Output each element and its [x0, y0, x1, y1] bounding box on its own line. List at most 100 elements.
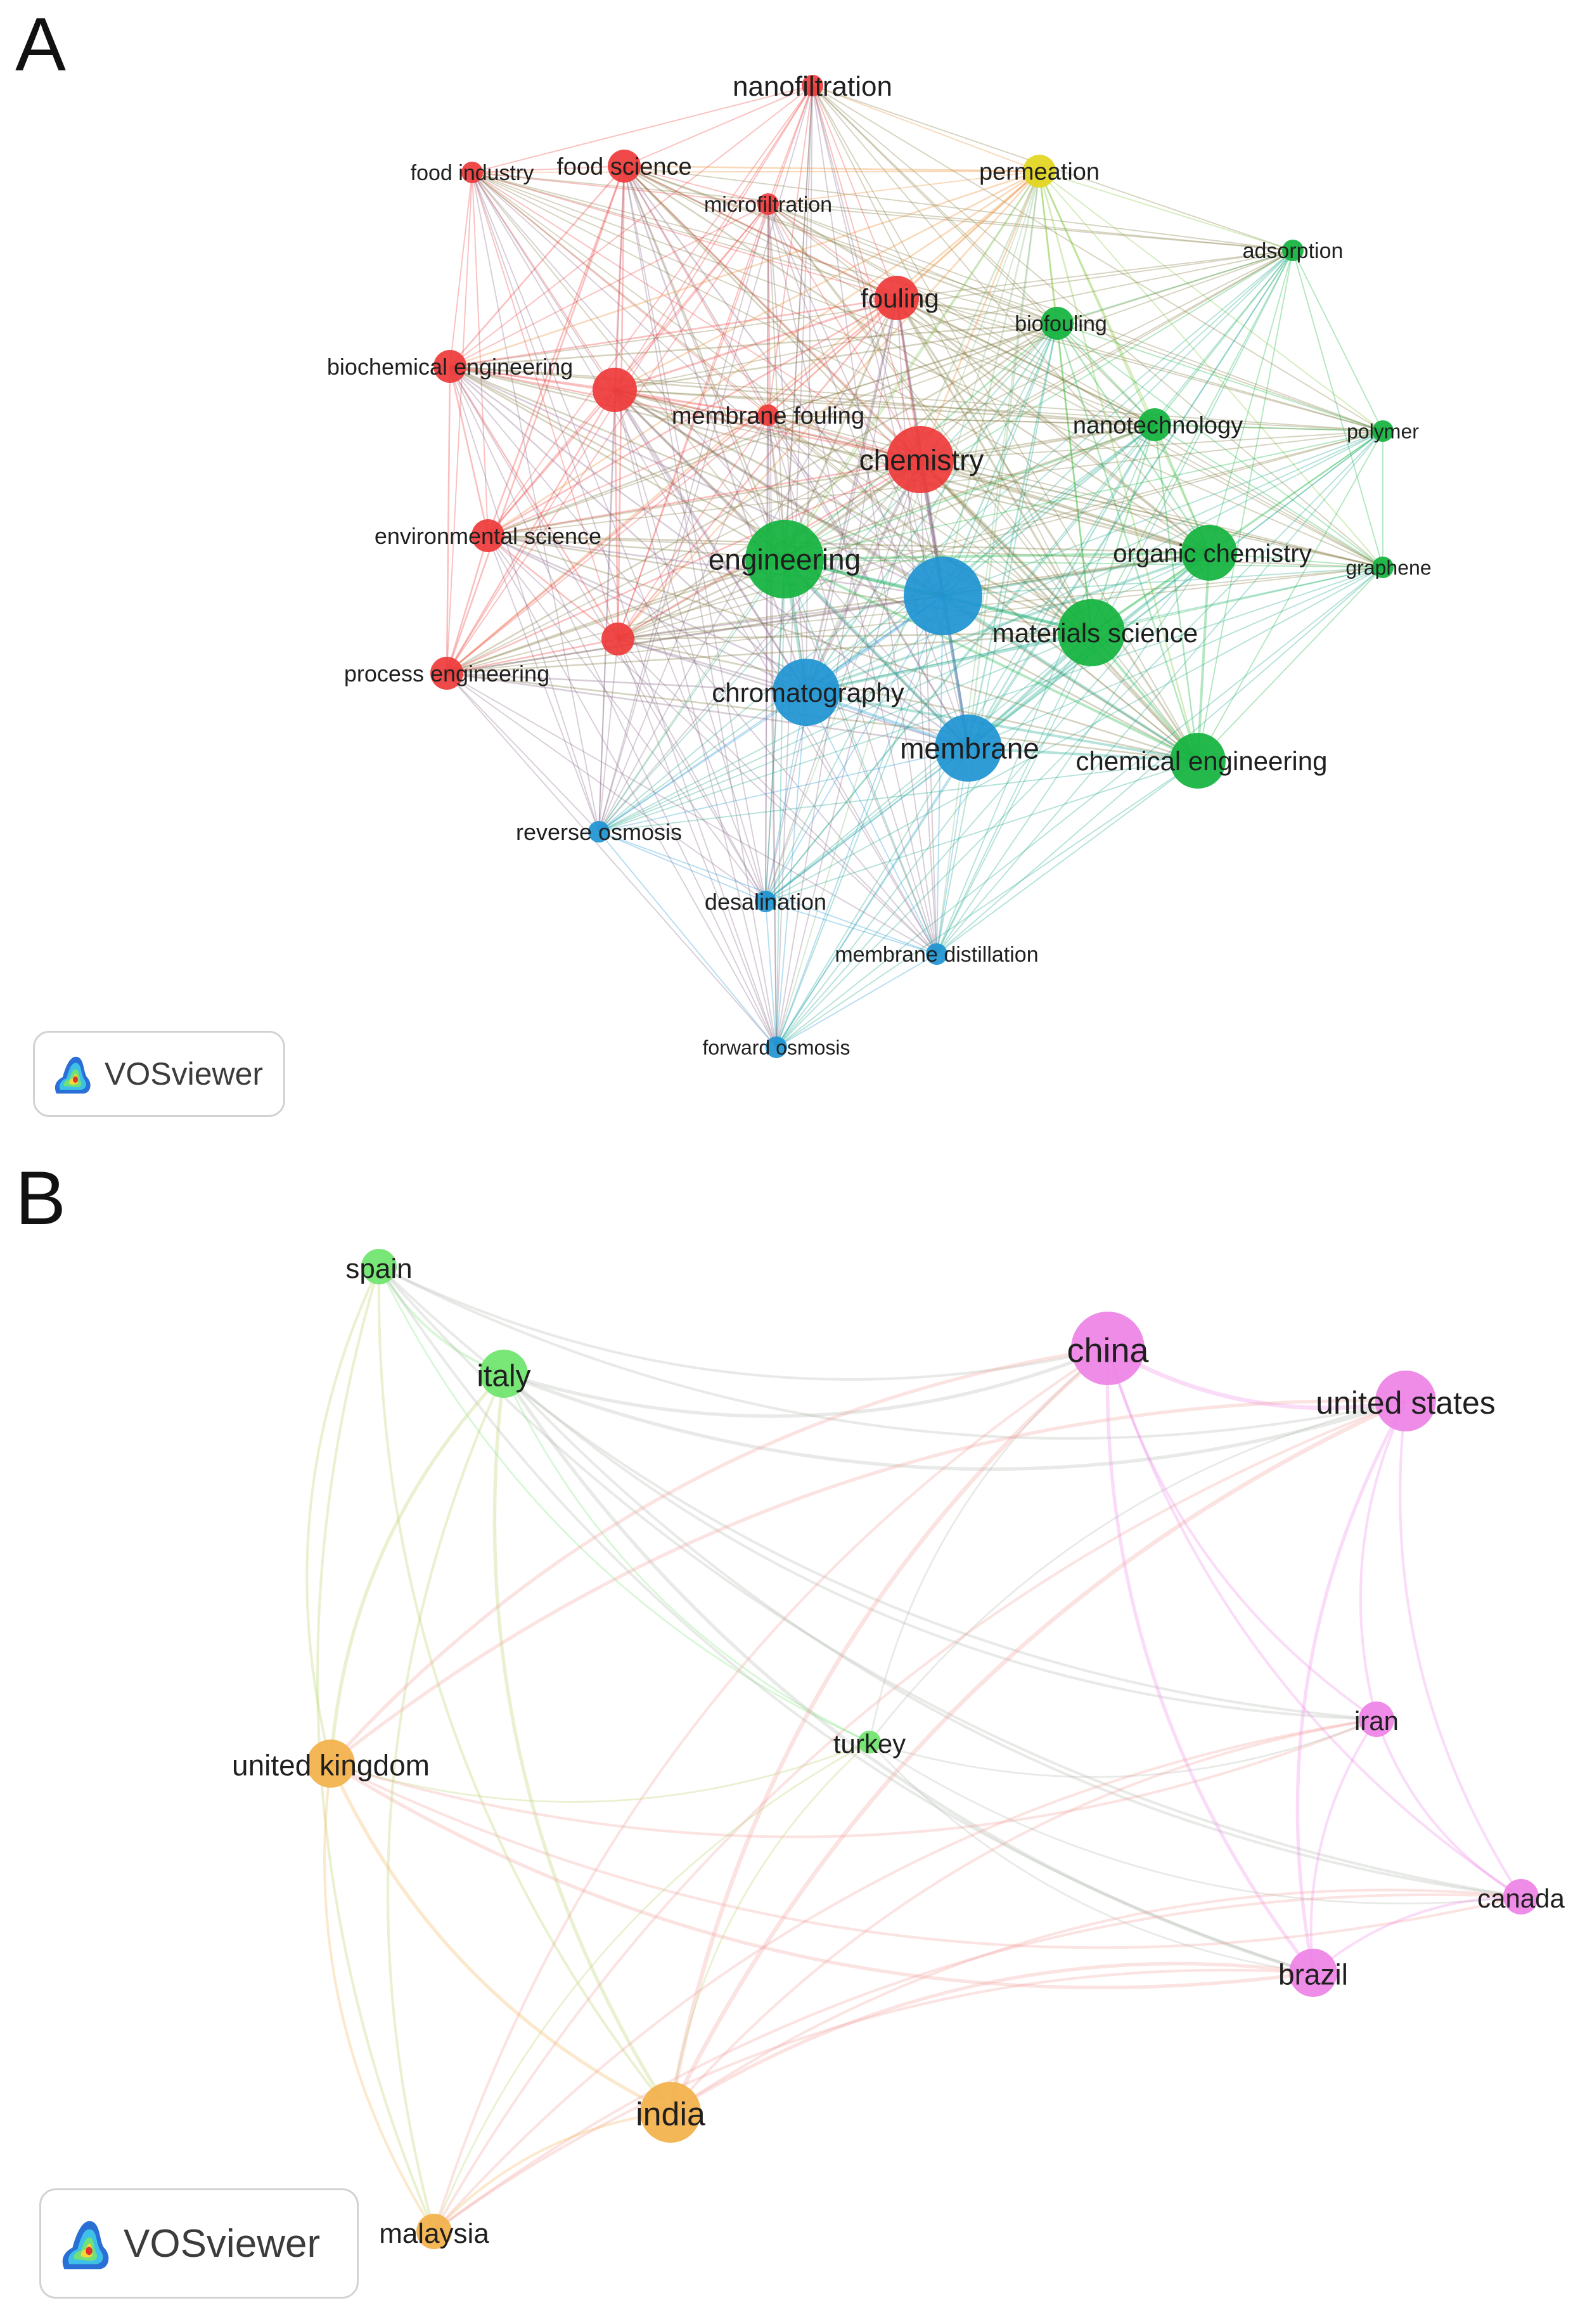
network-link — [936, 171, 1040, 955]
network-node-membrane_fouling[interactable] — [757, 404, 779, 426]
network-link — [1375, 1719, 1522, 1898]
network-node-china[interactable] — [1071, 1312, 1145, 1385]
network-node-iran[interactable] — [1359, 1701, 1394, 1737]
network-node-label: food industry — [411, 161, 534, 185]
network-link — [378, 1265, 1522, 1899]
network-link — [446, 172, 473, 674]
network-link — [767, 203, 1210, 553]
network-link — [805, 323, 1058, 693]
network-node-biochemical_engineering[interactable] — [433, 350, 466, 383]
network-link — [449, 365, 1198, 762]
network-link — [1154, 250, 1293, 425]
network-link — [472, 172, 600, 832]
network-link — [942, 323, 1058, 597]
network-node-malaysia[interactable] — [416, 2214, 452, 2249]
network-node-process_engineering[interactable] — [430, 657, 463, 690]
network-link — [378, 1265, 1108, 1381]
network-link — [613, 389, 786, 560]
network-node-food_science[interactable] — [608, 150, 641, 183]
network-link — [942, 595, 1199, 762]
network-link — [767, 203, 921, 460]
network-link — [446, 673, 600, 832]
network-node-food_industry[interactable] — [461, 162, 483, 183]
network-node-adsorption[interactable] — [1282, 240, 1304, 261]
network-node-fouling[interactable] — [875, 276, 919, 320]
network-node-canada[interactable] — [1503, 1879, 1539, 1914]
network-node-microfiltration[interactable] — [757, 193, 779, 215]
network-link — [613, 165, 626, 391]
network-node-organic_chemistry[interactable] — [1181, 525, 1237, 581]
network-node-united_kingdom[interactable] — [307, 1740, 355, 1788]
network-node-chemical_engineering[interactable] — [1170, 733, 1226, 789]
network-link — [767, 415, 1210, 553]
network-node-label: united states — [1316, 1385, 1496, 1421]
network-node-label: nanofiltration — [733, 71, 892, 102]
network-node-membrane[interactable] — [935, 714, 1002, 782]
network-link — [503, 1372, 1406, 1471]
network-link — [614, 389, 1383, 568]
network-node-biofouling[interactable] — [1041, 307, 1074, 340]
network-node-label: italy — [477, 1359, 530, 1393]
network-node-italy[interactable] — [480, 1350, 528, 1398]
network-link — [919, 171, 1041, 460]
network-link — [767, 203, 1058, 324]
network-node-chromatography[interactable] — [773, 659, 840, 726]
network-node-chemistry[interactable] — [887, 426, 954, 493]
network-node-label: polymer — [1347, 420, 1419, 443]
network-node-materials_science[interactable] — [1058, 599, 1125, 666]
network-link — [936, 760, 1198, 955]
network-node-india[interactable] — [640, 2082, 701, 2143]
network-node-environmental_science[interactable] — [472, 519, 504, 552]
network-link — [1292, 250, 1383, 568]
network-node-forward_osmosis[interactable] — [766, 1036, 787, 1058]
network-link — [1038, 171, 1156, 425]
network-node-red_small[interactable] — [601, 623, 634, 655]
network-link — [1090, 424, 1156, 633]
network-node-reverse_osmosis[interactable] — [588, 821, 610, 842]
network-node-desalination[interactable] — [755, 891, 776, 912]
network-node-label: turkey — [833, 1729, 906, 1759]
network-link — [614, 250, 1293, 391]
network-link — [784, 558, 1383, 568]
network-link — [449, 366, 807, 693]
network-link — [446, 250, 1293, 674]
network-link — [776, 459, 921, 1048]
network-node-engineering[interactable] — [745, 520, 824, 598]
network-link — [446, 552, 1210, 675]
network-node-spain[interactable] — [361, 1249, 397, 1284]
network-node-nanofiltration[interactable] — [802, 75, 823, 96]
network-link — [624, 165, 1383, 568]
vosviewer-logo-text: VOSviewer — [105, 1056, 264, 1092]
network-link — [767, 85, 813, 205]
network-node-blue_hub[interactable] — [904, 557, 982, 635]
network-node-label: graphene — [1345, 557, 1431, 579]
network-link — [487, 297, 897, 537]
network-link — [449, 365, 785, 560]
network-node-united_states[interactable] — [1375, 1371, 1436, 1431]
network-link — [598, 203, 769, 832]
network-node-permeation[interactable] — [1023, 155, 1056, 188]
network-node-polymer[interactable] — [1372, 420, 1394, 442]
panel-b-letter: B — [15, 1156, 67, 1241]
network-link — [942, 552, 1210, 597]
network-link — [472, 172, 777, 1048]
network-link — [767, 203, 1198, 761]
network-link — [487, 85, 813, 536]
network-node-nanotechnology[interactable] — [1138, 408, 1171, 441]
network-link — [1209, 552, 1383, 568]
network-node-membrane_fouling_node[interactable] — [593, 368, 637, 412]
network-link — [767, 203, 969, 749]
network-link — [896, 171, 1040, 299]
network-node-membrane_distillation[interactable] — [926, 943, 947, 965]
network-link — [936, 430, 1383, 955]
network-node-turkey[interactable] — [858, 1731, 881, 1753]
network-link — [1056, 323, 1199, 761]
network-link — [776, 747, 969, 1048]
network-link — [765, 415, 769, 902]
network-node-graphene[interactable] — [1372, 557, 1394, 578]
network-link — [765, 85, 813, 902]
network-node-brazil[interactable] — [1289, 1949, 1337, 1997]
network-link — [767, 203, 1155, 425]
network-link — [446, 595, 944, 675]
